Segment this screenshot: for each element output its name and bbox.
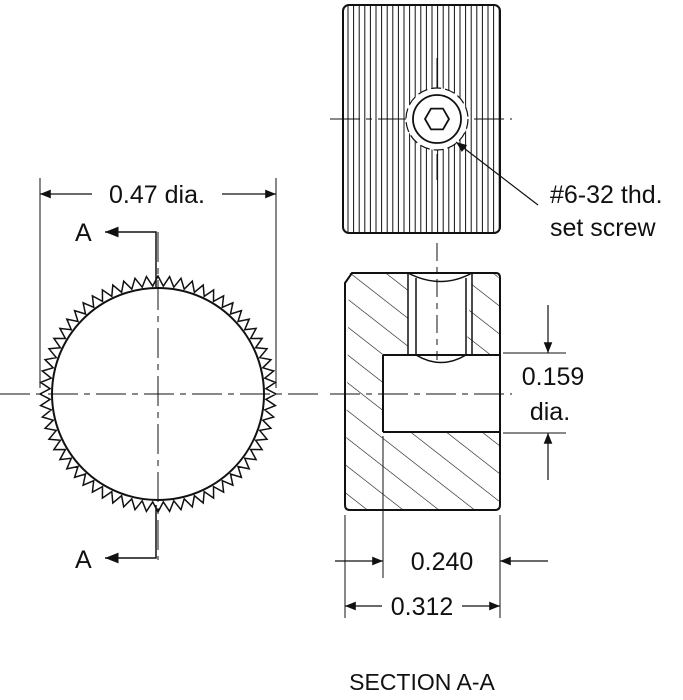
section-arrow-bottom — [105, 505, 157, 564]
set-screw-head — [412, 94, 462, 144]
bore-depth-label: 0.240 — [411, 548, 474, 576]
hex-socket-icon — [423, 107, 451, 131]
front-view: A A 0.47 dia. — [0, 178, 318, 574]
section-letter-bottom: A — [75, 546, 92, 574]
bore-dim-unit: dia. — [530, 398, 570, 426]
section-arrow-top — [105, 226, 157, 288]
diameter-label: 0.47 dia. — [109, 181, 205, 209]
callout-leader — [455, 141, 539, 206]
set-screw-thread-circle — [405, 87, 469, 151]
top-view: #6-32 thd. set screw — [330, 4, 663, 242]
hole-intersection — [415, 354, 467, 364]
section-letter-top: A — [75, 219, 92, 247]
callout-line-1: #6-32 thd. — [550, 181, 663, 209]
bore-dim-value: 0.159 — [522, 363, 585, 391]
hatched-wall — [345, 273, 500, 510]
callout-line-2: set screw — [550, 214, 657, 242]
section-title: SECTION A-A — [349, 669, 495, 695]
section-view: 0.159 dia. 0.240 0.312 SECTION A-A — [330, 243, 584, 695]
hole-chamfer — [407, 272, 473, 283]
overall-length-label: 0.312 — [391, 593, 454, 621]
section-outline — [344, 272, 501, 511]
